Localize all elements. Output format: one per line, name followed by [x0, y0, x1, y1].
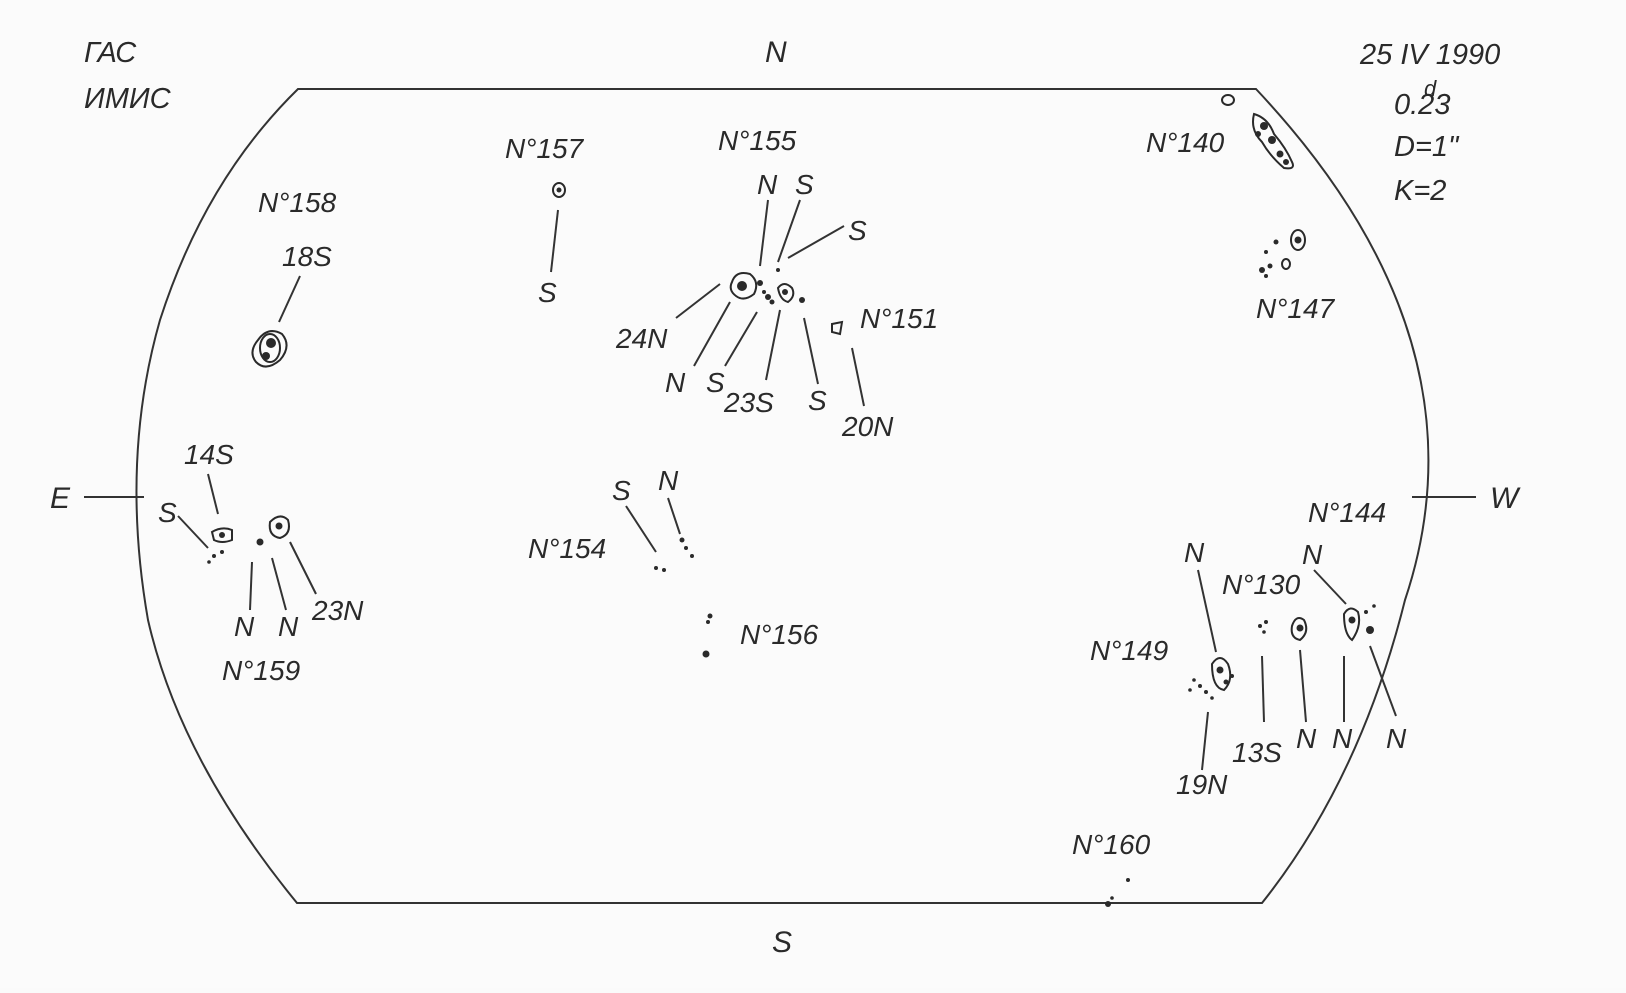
group-155-bottom-s2: S: [808, 385, 827, 416]
group-149-latitude: 19N: [1176, 769, 1228, 800]
group-159-spot-f: [210, 527, 233, 543]
group-155-right-s: S: [848, 215, 867, 246]
group-147: N°147: [1256, 229, 1336, 324]
group-147-label: N°147: [1256, 293, 1336, 324]
group-154-pol-s: S: [612, 475, 631, 506]
group-149-label: N°149: [1090, 635, 1168, 666]
group-159-pol-n2: N: [278, 611, 299, 642]
group-159-spot-p: [268, 515, 290, 540]
group-156: N°156: [702, 613, 819, 658]
group-149: N N°149 19N: [1090, 537, 1234, 800]
group-159-lat-top: 14S: [184, 439, 234, 470]
group-130-spot: [1290, 617, 1308, 642]
solar-disk-outline: [135, 88, 1430, 904]
observation-time-superscript: d: [1424, 76, 1437, 101]
group-160: N°160: [1072, 829, 1151, 907]
group-155-lat-left: 24N: [615, 323, 668, 354]
observation-date: 25 IV 1990: [1359, 39, 1500, 71]
compass-south: S: [772, 926, 792, 959]
group-144: N°144 N N N: [1302, 497, 1407, 754]
group-155-bottom-s: S: [706, 367, 725, 398]
group-154-label: N°154: [528, 533, 606, 564]
group-130-latitude: 13S: [1232, 737, 1282, 768]
group-159-pol-n1: N: [234, 611, 255, 642]
group-159-pol-s: S: [158, 497, 177, 528]
group-158-pointer: [278, 275, 301, 323]
group-155-spot-leader: [729, 272, 758, 300]
group-140-label: N°140: [1146, 127, 1225, 158]
group-151: N°151 20N: [831, 303, 938, 442]
compass-east: E: [50, 482, 71, 515]
group-158-label: N°158: [258, 187, 337, 218]
group-130-pol-n: N: [1296, 723, 1317, 754]
group-157-spot: [552, 182, 566, 198]
group-149-pol-n-top: N: [1184, 537, 1205, 568]
group-144-label: N°144: [1308, 497, 1386, 528]
group-157-pointer: [550, 209, 559, 273]
group-155-label: N°155: [718, 125, 797, 156]
group-151-spot: [831, 320, 844, 336]
compass-west: W: [1490, 482, 1521, 515]
group-159-label: N°159: [222, 655, 300, 686]
group-154: S N N°154: [528, 465, 694, 572]
group-157: N°157 S: [505, 133, 585, 308]
group-158-latitude: 18S: [282, 241, 332, 272]
group-155: N°155 N S S 24N N S 23S S: [615, 125, 867, 418]
compass-north: N: [765, 36, 787, 69]
group-147-spot: [1290, 229, 1306, 251]
group-155-top-n: N: [757, 169, 778, 200]
observatory-line1: ГАС: [84, 37, 137, 69]
group-157-polarity: S: [538, 277, 557, 308]
group-158: N°158 18S: [251, 187, 337, 368]
group-156-label: N°156: [740, 619, 819, 650]
group-151-latitude: 20N: [841, 411, 894, 442]
group-154-pol-n: N: [658, 465, 679, 496]
group-160-label: N°160: [1072, 829, 1151, 860]
group-151-pointer: [851, 347, 865, 407]
diameter-value: D=1": [1394, 131, 1460, 163]
group-144-pol-n-top: N: [1302, 539, 1323, 570]
group-151-label: N°151: [860, 303, 938, 334]
group-140: N°140: [1146, 94, 1294, 170]
group-144-pol-n-bottom2: N: [1386, 723, 1407, 754]
group-130-label: N°130: [1222, 569, 1301, 600]
group-159: 14S S N N 23N N°159: [158, 439, 364, 686]
group-149-spot: [1210, 657, 1232, 692]
group-158-spot: [251, 330, 288, 368]
observatory-line2: ИМИС: [84, 83, 172, 115]
group-130: N°130 13S N: [1222, 569, 1317, 768]
group-140-spot-cluster: [1252, 112, 1294, 170]
group-155-lat-bottom: 23S: [723, 387, 774, 418]
group-155-top-s: S: [795, 169, 814, 200]
group-157-label: N°157: [505, 133, 585, 164]
group-144-pol-n-bottom: N: [1332, 723, 1353, 754]
observation-time: 0.23: [1394, 89, 1450, 121]
group-144-spot: [1342, 607, 1361, 642]
group-159-lat-right: 23N: [311, 595, 364, 626]
k-value: K=2: [1394, 175, 1446, 207]
group-155-bottom-n: N: [665, 367, 686, 398]
